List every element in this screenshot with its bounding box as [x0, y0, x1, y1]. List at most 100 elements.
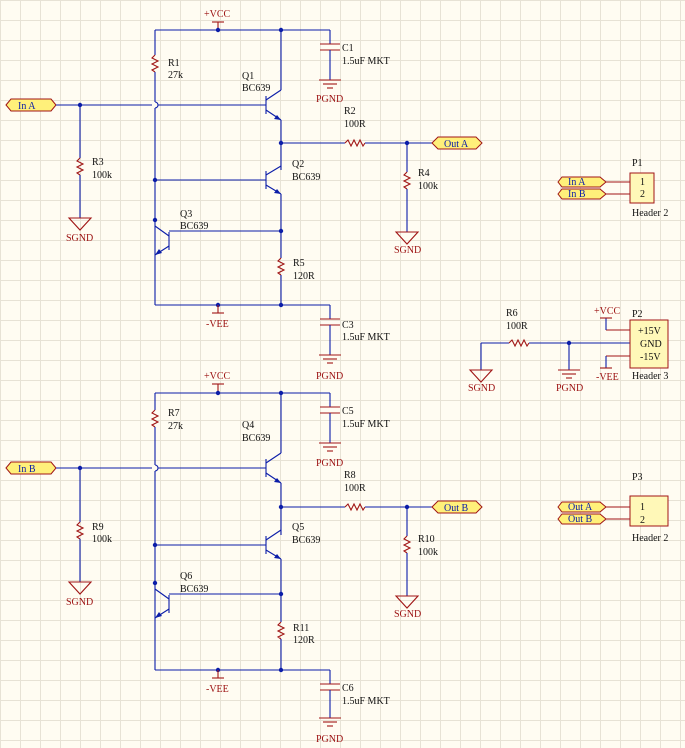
svg-text:100k: 100k	[418, 547, 438, 558]
transistor-q2: Q2 BC639	[152, 159, 320, 195]
svg-text:P1: P1	[632, 158, 643, 169]
svg-text:27k: 27k	[168, 421, 183, 432]
svg-text:1.5uF MKT: 1.5uF MKT	[342, 696, 390, 707]
svg-text:Header 3: Header 3	[632, 371, 668, 382]
svg-text:C3: C3	[342, 320, 354, 331]
svg-text:R4: R4	[418, 168, 430, 179]
svg-text:SGND: SGND	[394, 245, 421, 256]
svg-text:+VCC: +VCC	[204, 371, 231, 382]
header-p2: P2 +15V GND -15V +VCC -VEE Header 3	[594, 306, 669, 383]
svg-text:BC639: BC639	[180, 221, 208, 232]
svg-text:1.5uF MKT: 1.5uF MKT	[342, 56, 390, 67]
transistor-q3: Q3 BC639	[152, 209, 281, 256]
port-out-a[interactable]: Out A	[431, 136, 483, 150]
svg-text:Header 2: Header 2	[632, 208, 668, 219]
svg-text:BC639: BC639	[242, 433, 270, 444]
svg-text:In B: In B	[568, 189, 586, 200]
svg-text:-VEE: -VEE	[206, 684, 229, 695]
vee-symbol-a: -VEE	[206, 305, 229, 330]
svg-text:BC639: BC639	[180, 584, 208, 595]
pgnd-symbol-c3: PGND	[316, 354, 343, 382]
svg-text:R3: R3	[92, 157, 104, 168]
svg-text:120R: 120R	[293, 635, 315, 646]
header-p3: P3 1 2 Out A Out B Header 2	[557, 472, 669, 544]
port-out-b[interactable]: Out B	[431, 500, 483, 514]
resistor-r7: R7 27k	[150, 408, 183, 432]
svg-text:100R: 100R	[506, 321, 528, 332]
svg-text:R5: R5	[293, 258, 305, 269]
svg-text:GND: GND	[640, 339, 662, 350]
svg-text:PGND: PGND	[316, 734, 343, 745]
pgnd-symbol-c5: PGND	[316, 442, 343, 469]
svg-text:R9: R9	[92, 522, 104, 533]
svg-text:SGND: SGND	[468, 383, 495, 394]
resistor-r5: R5 120R	[276, 257, 315, 282]
svg-text:Q6: Q6	[180, 571, 192, 582]
header-p1: P1 1 2 In A In B Header 2	[557, 158, 668, 219]
channel-b: +VCC C5 1.5uF MKT PGND R7 27k	[5, 371, 483, 745]
svg-text:PGND: PGND	[556, 383, 583, 394]
svg-text:In A: In A	[18, 101, 36, 112]
resistor-r6: R6 100R	[480, 308, 630, 370]
capacitor-c5: C5 1.5uF MKT	[320, 393, 390, 443]
svg-text:SGND: SGND	[66, 233, 93, 244]
svg-text:R6: R6	[506, 308, 518, 319]
capacitor-c1: C1 1.5uF MKT	[320, 30, 390, 80]
port-in-b[interactable]: In B	[5, 461, 57, 475]
resistor-r11: R11 120R	[276, 621, 315, 646]
capacitor-c6: C6 1.5uF MKT	[320, 670, 390, 718]
svg-text:1.5uF MKT: 1.5uF MKT	[342, 419, 390, 430]
svg-text:+VCC: +VCC	[594, 306, 621, 317]
svg-text:C6: C6	[342, 683, 354, 694]
port-in-a[interactable]: In A	[5, 98, 57, 112]
resistor-r1: R1 27k	[150, 54, 183, 81]
svg-text:Q1: Q1	[242, 71, 254, 82]
resistor-r9: R9 100k	[75, 521, 112, 545]
channel-a: +VCC C1 1.5uF MKT PGND R1 27k	[5, 9, 483, 382]
svg-text:P3: P3	[632, 472, 643, 483]
svg-text:PGND: PGND	[316, 371, 343, 382]
svg-text:100R: 100R	[344, 119, 366, 130]
svg-text:R2: R2	[344, 106, 356, 117]
svg-text:Q3: Q3	[180, 209, 192, 220]
svg-text:SGND: SGND	[66, 597, 93, 608]
svg-text:1: 1	[640, 502, 645, 513]
resistor-r2: R2 100R	[344, 106, 366, 148]
svg-text:1: 1	[640, 177, 645, 188]
svg-text:100k: 100k	[418, 181, 438, 192]
resistor-r8: R8 100R	[344, 470, 366, 512]
pgnd-symbol-c6: PGND	[316, 717, 343, 745]
svg-text:Out A: Out A	[568, 502, 593, 513]
transistor-q5: Q5 BC639	[152, 522, 320, 560]
transistor-q6: Q6 BC639	[152, 571, 281, 619]
svg-text:SGND: SGND	[394, 609, 421, 620]
transistor-q1: Q1 BC639	[242, 71, 282, 121]
svg-text:2: 2	[640, 515, 645, 526]
svg-text:Header 2: Header 2	[632, 533, 668, 544]
vcc-symbol-a: +VCC	[204, 9, 231, 30]
svg-text:100k: 100k	[92, 170, 112, 181]
sgnd-symbol-r4: SGND	[394, 231, 421, 256]
sgnd-symbol-r10: SGND	[394, 595, 421, 620]
svg-text:BC639: BC639	[292, 172, 320, 183]
svg-text:R11: R11	[293, 623, 309, 634]
svg-text:1.5uF MKT: 1.5uF MKT	[342, 332, 390, 343]
sgnd-symbol-r3: SGND	[66, 217, 93, 244]
svg-text:Q5: Q5	[292, 522, 304, 533]
svg-text:P2: P2	[632, 309, 643, 320]
svg-text:C5: C5	[342, 406, 354, 417]
svg-text:-VEE: -VEE	[596, 372, 619, 383]
svg-text:100R: 100R	[344, 483, 366, 494]
sgnd-symbol-r9: SGND	[66, 581, 93, 608]
svg-text:BC639: BC639	[242, 83, 270, 94]
svg-text:In B: In B	[18, 464, 36, 475]
svg-text:R1: R1	[168, 58, 180, 69]
svg-text:100k: 100k	[92, 534, 112, 545]
capacitor-c3: C3 1.5uF MKT	[320, 305, 390, 355]
svg-text:Out B: Out B	[444, 503, 469, 514]
svg-text:-VEE: -VEE	[206, 319, 229, 330]
svg-text:-15V: -15V	[640, 352, 661, 363]
resistor-r4: R4 100k	[402, 168, 438, 192]
